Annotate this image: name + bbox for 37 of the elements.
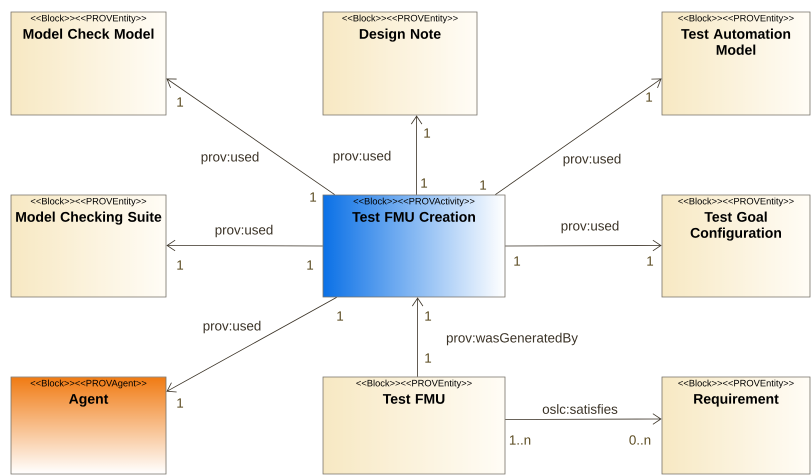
multiplicity: 1 <box>424 128 430 138</box>
multiplicity: 1 <box>310 192 316 202</box>
multiplicity: 1 <box>177 97 184 107</box>
block-box: <<Block>><<PROVEntity>> Test Automation Model <box>662 12 810 116</box>
block-box: <<Block>><<PROVEntity>> Requirement <box>662 376 810 474</box>
arrow <box>412 297 424 377</box>
edge-label: prov:used <box>331 149 393 165</box>
arrow <box>495 78 662 195</box>
multiplicity: 1 <box>177 398 184 408</box>
block-box: <<Block>><<PROVActivity>> Test FMU Creation <box>322 194 506 298</box>
block-box: <<Block>><<PROVEntity>> Design Note <box>322 12 478 116</box>
multiplicity: 1 <box>514 256 520 266</box>
multiplicity: 1 <box>421 178 428 188</box>
arrow <box>505 240 662 252</box>
block-box: <<Block>><<PROVEntity>> Test Goal Configuration <box>662 194 810 298</box>
multiplicity: 1 <box>425 311 432 321</box>
arrow <box>166 240 323 252</box>
edge-label: oslc:satisfies <box>540 402 620 416</box>
multiplicity: 1 <box>647 256 654 266</box>
block-box: <<Block>><<PROVEntity>> Test FMU <box>322 376 506 474</box>
arrow <box>410 115 422 195</box>
multiplicity: 1 <box>425 353 432 363</box>
edge-label: prov:used <box>199 150 261 166</box>
edge-label: prov:used <box>213 223 275 239</box>
arrow <box>166 297 337 392</box>
block-box: <<Block>><<PROVEntity>> Model Check Model <box>10 12 166 116</box>
arrow <box>166 78 335 195</box>
arrow <box>505 413 662 425</box>
block-box: <<Block>><<PROVAgent>> Agent <box>10 376 166 474</box>
block-box: <<Block>><<PROVEntity>> Model Checking Suite <box>10 194 166 298</box>
edge-label: prov:used <box>561 152 623 168</box>
multiplicity: 1 <box>337 311 344 321</box>
multiplicity: 1 <box>646 92 652 102</box>
edge-label: prov:wasGeneratedBy <box>444 331 580 347</box>
edge-label: prov:used <box>201 319 263 335</box>
edge-label: prov:used <box>559 219 621 235</box>
multiplicity: 1 <box>480 180 486 190</box>
